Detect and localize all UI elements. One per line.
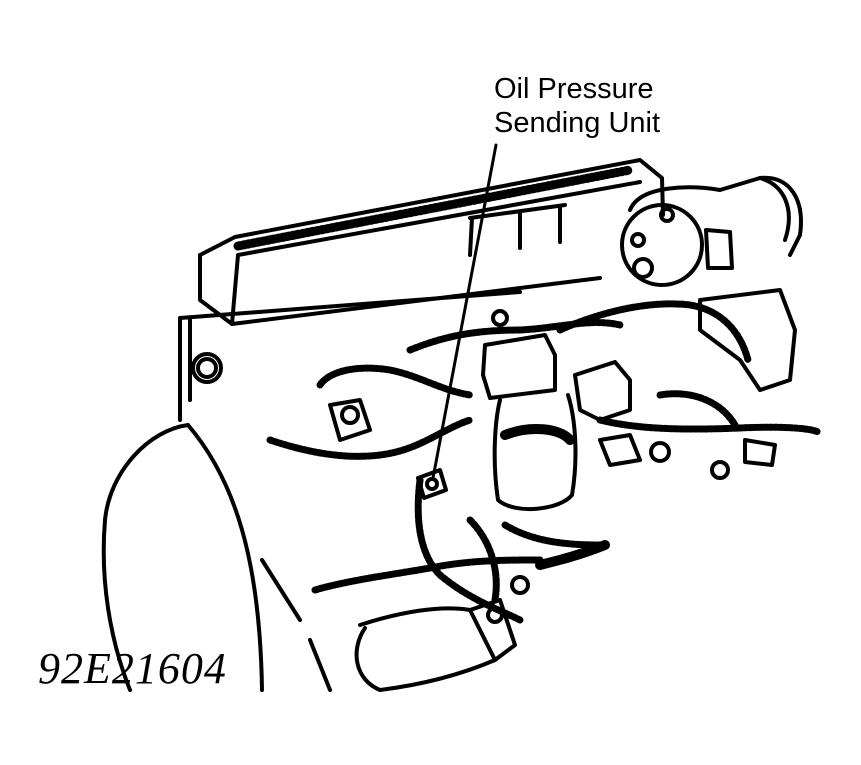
ac-compressor: [620, 175, 803, 467]
callout-leader-line: [431, 143, 498, 480]
valve-cover: [198, 158, 665, 326]
starter-motor: [354, 540, 610, 692]
callout-label-line-1: Oil Pressure: [494, 73, 654, 105]
callout-label: Oil Pressure Sending Unit: [494, 72, 660, 140]
fittings: [328, 360, 730, 480]
wiring-harness: [266, 300, 822, 624]
oil-filter: [481, 309, 578, 512]
engine-block: [101, 290, 522, 692]
figure-code: 92E21604: [38, 644, 227, 693]
callout-label-line-2: Sending Unit: [494, 107, 661, 139]
